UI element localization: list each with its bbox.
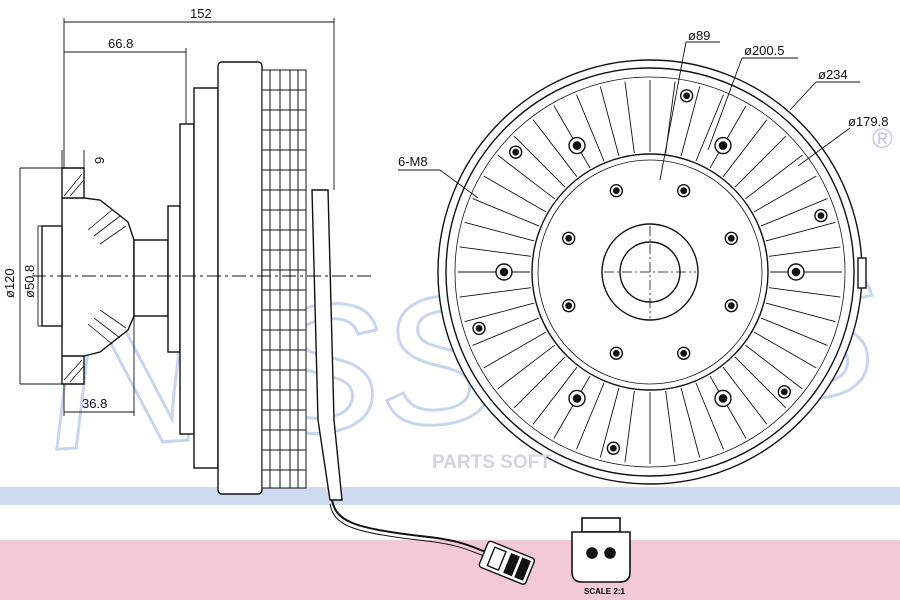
fin-line <box>464 221 535 242</box>
outer-mount-hole-center <box>609 444 617 452</box>
mid-bolt-hole-center <box>572 394 582 403</box>
fin-line <box>576 382 605 450</box>
pink-band <box>0 540 900 600</box>
dim-flange-thickness: 9 <box>92 157 107 164</box>
mid-bolt-hole-center <box>718 394 728 403</box>
fin-line <box>765 302 836 323</box>
fin-line <box>768 246 841 257</box>
inner-bolt-hole-center <box>565 234 573 242</box>
fin-line <box>497 344 556 390</box>
fin-line <box>734 356 787 409</box>
mid-bolt-hole-center <box>718 141 728 150</box>
fin-line <box>576 94 605 162</box>
outer-mount-hole-center <box>817 212 825 219</box>
fin-line <box>709 105 747 169</box>
fin-line <box>513 356 566 409</box>
connector-detail <box>571 517 631 583</box>
flange-hatch <box>63 173 127 383</box>
fin-line <box>532 366 578 425</box>
inner-bolt-hole-center <box>612 349 620 357</box>
dim-housing-diameter: ø200.5 <box>744 43 784 58</box>
fin-line <box>553 375 591 439</box>
sensor-cable <box>331 499 487 553</box>
fin-line <box>744 344 803 390</box>
cooling-fins <box>261 69 307 489</box>
outer-mount-hole-center <box>683 92 691 100</box>
dim-pilot-diameter: ø50.8 <box>22 265 37 298</box>
fin-line <box>513 135 566 188</box>
radial-fins <box>458 80 842 464</box>
fin-line <box>599 86 620 157</box>
fin-line <box>483 331 547 369</box>
fin-line <box>722 119 768 178</box>
connector-plug <box>478 540 536 585</box>
fin-line <box>680 387 701 458</box>
dim-front-depth: 66.8 <box>108 36 133 51</box>
fin-line <box>459 246 532 257</box>
fin-line <box>760 317 828 346</box>
inner-bolt-hole-center <box>565 302 573 310</box>
dim-bolt-circle: ø89 <box>688 28 710 43</box>
fin-line <box>624 81 635 154</box>
fin-line <box>760 198 828 227</box>
watermark-registered: ® <box>872 123 893 154</box>
outer-mount-hole-center <box>475 325 483 332</box>
fin-line <box>753 331 817 369</box>
fin-line <box>624 390 635 463</box>
hub-shaft <box>133 239 169 317</box>
fin-line <box>464 302 535 323</box>
front-view <box>398 41 867 485</box>
inner-bolt-hole-center <box>727 234 735 242</box>
fin-line <box>768 287 841 298</box>
fin-line <box>665 390 676 463</box>
side-view <box>32 61 536 585</box>
mid-bolt-hole-center <box>791 267 801 277</box>
side-dimensions <box>19 18 335 416</box>
fin-line <box>744 154 803 200</box>
fin-line <box>695 94 724 162</box>
inner-bolt-hole-center <box>680 349 688 357</box>
fin-line <box>553 105 591 169</box>
fin-line <box>599 387 620 458</box>
outer-mount-hole-center <box>780 388 788 396</box>
dim-outer-diameter: ø234 <box>818 67 848 82</box>
fin-line <box>459 287 532 298</box>
sensor-arm <box>311 189 343 501</box>
dim-mount-circle: ø179.8 <box>848 114 888 129</box>
fin-line <box>722 366 768 425</box>
fin-line <box>497 154 556 200</box>
dim-mount-holes: 6-M8 <box>398 154 428 169</box>
fin-line <box>695 382 724 450</box>
fin-line <box>472 198 540 227</box>
connector-scale-label: SCALE 2:1 <box>584 587 625 596</box>
fin-line <box>680 86 701 157</box>
fin-line <box>472 317 540 346</box>
outer-mount-hole-center <box>512 148 520 156</box>
dim-flange-diameter: ø120 <box>2 268 17 298</box>
fin-line <box>734 135 787 188</box>
inner-bolt-hole-center <box>727 302 735 310</box>
bolt-holes <box>472 89 828 455</box>
dim-hub-offset: 36.8 <box>82 396 107 411</box>
fin-line <box>483 175 547 213</box>
mid-bolt-hole-center <box>499 267 509 277</box>
inner-bolt-hole-center <box>612 187 620 195</box>
dim-overall-depth: 152 <box>190 6 212 21</box>
fin-line <box>765 221 836 242</box>
mid-bolt-hole-center <box>572 141 582 150</box>
fin-line <box>532 119 578 178</box>
fin-line <box>709 375 747 439</box>
fin-line <box>753 175 817 213</box>
inner-bolt-hole-center <box>680 187 688 195</box>
watermark-parts-soft: PARTS SOFT <box>432 452 551 473</box>
clutch-housing <box>217 61 263 495</box>
